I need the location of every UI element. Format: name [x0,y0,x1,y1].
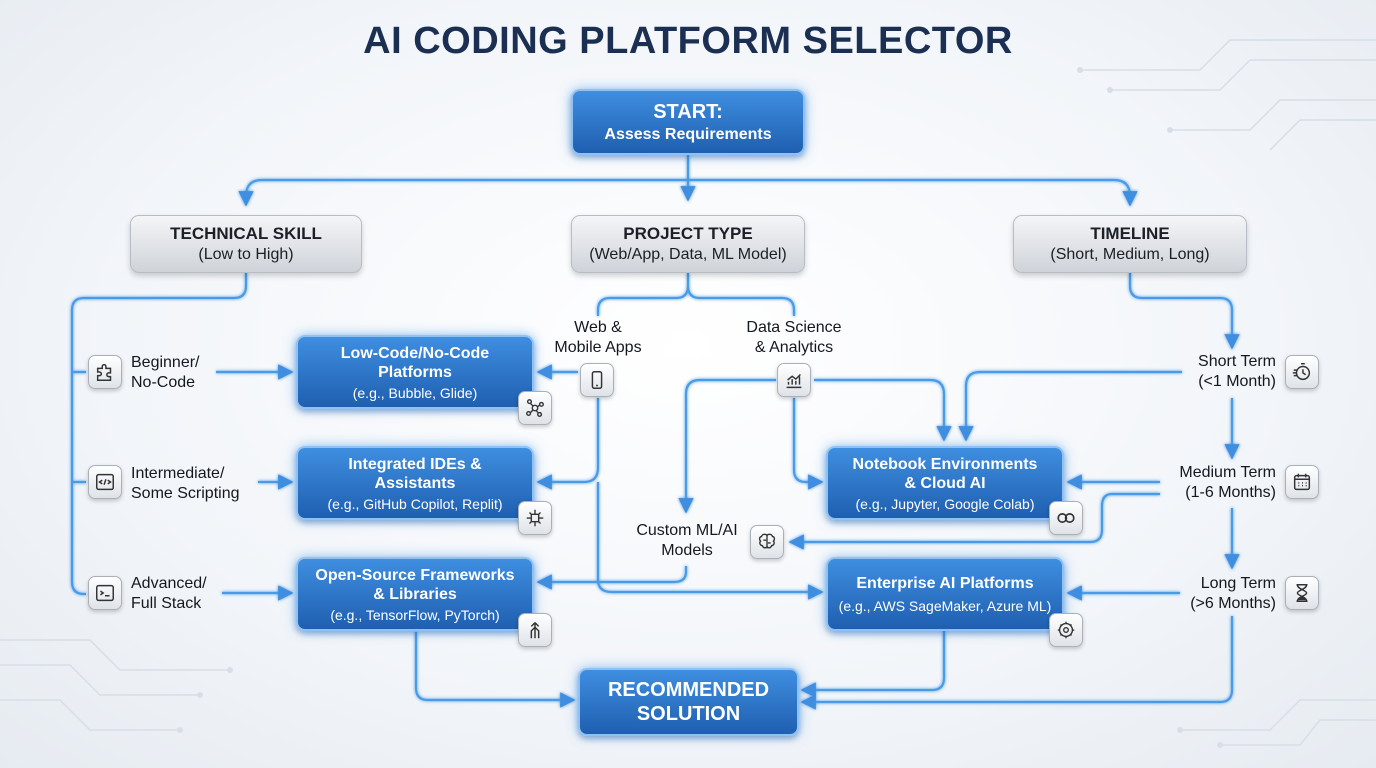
start-node: START: Assess Requirements [571,89,805,155]
chip-icon [518,501,552,535]
timeline-node: TIMELINE (Short, Medium, Long) [1013,215,1247,273]
project-data-science-label: Data Science& Analytics [746,319,842,356]
start-label: START: [653,100,723,123]
ide-assistants-node: Integrated IDEs & Assistants (e.g., GitH… [296,446,534,520]
page-title: AI CODING PLATFORM SELECTOR [363,20,1013,62]
recommended-solution-node: RECOMMENDED SOLUTION [578,668,799,736]
network-icon [518,391,552,425]
lowcode-platform-node: Low-Code/No-Code Platforms (e.g., Bubble… [296,335,534,409]
terminal-icon [88,576,122,610]
puzzle-icon [88,355,122,389]
start-sublabel: Assess Requirements [604,125,772,143]
timeline-short-label: Short Term(<1 Month) [1198,353,1276,390]
hourglass-icon [1285,576,1319,610]
infinity-icon [1049,501,1083,535]
enterprise-ai-node: Enterprise AI Platforms (e.g., AWS SageM… [826,557,1064,631]
timeline-long-label: Long Term(>6 Months) [1190,575,1276,612]
skill-beginner-label: Beginner/No-Code [131,354,200,391]
timeline-title: TIMELINE [1090,224,1170,243]
code-icon [88,465,122,499]
project-type-sub: (Web/App, Data, ML Model) [589,246,787,263]
technical-skill-sub: (Low to High) [198,246,294,263]
notebook-environments-node: Notebook Environments & Cloud AI (e.g., … [826,446,1064,520]
mobile-icon [580,363,614,397]
technical-skill-title: TECHNICAL SKILL [170,224,322,243]
opensource-frameworks-node: Open-Source Frameworks & Libraries (e.g.… [296,557,534,631]
stopwatch-icon [1285,355,1319,389]
branch-icon [518,613,552,647]
project-type-node: PROJECT TYPE (Web/App, Data, ML Model) [571,215,805,273]
skill-intermediate-label: Intermediate/Some Scripting [131,465,240,502]
skill-advanced-label: Advanced/Full Stack [131,575,207,612]
brain-gear-icon [1049,613,1083,647]
project-web-label: Web &Mobile Apps [554,319,642,356]
timeline-sub: (Short, Medium, Long) [1050,246,1210,263]
timeline-medium-label: Medium Term(1-6 Months) [1179,464,1276,501]
technical-skill-node: TECHNICAL SKILL (Low to High) [130,215,362,273]
project-type-title: PROJECT TYPE [623,224,753,243]
chart-icon [777,363,811,397]
brain-icon [750,525,784,559]
calendar-icon [1285,465,1319,499]
